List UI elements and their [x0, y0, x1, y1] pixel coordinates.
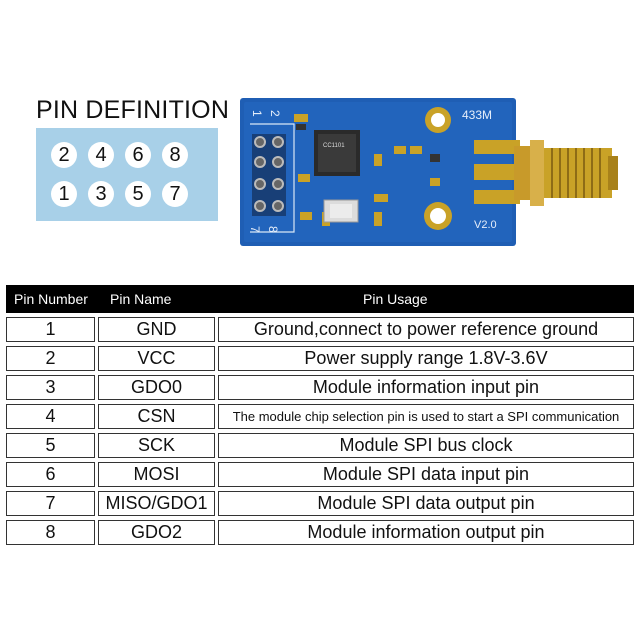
pin-name-cell: GDO2: [98, 520, 215, 545]
board-frequency-label: 433M: [462, 108, 492, 122]
pin-name-cell: GDO0: [98, 375, 215, 400]
pin-number-cell: 2: [6, 346, 95, 371]
pin-usage-cell: Module information input pin: [218, 375, 634, 400]
table-row: 5 SCK Module SPI bus clock: [6, 433, 634, 458]
pin-usage-cell: The module chip selection pin is used to…: [218, 404, 634, 429]
pin-number-cell: 5: [6, 433, 95, 458]
pin-usage-cell: Power supply range 1.8V-3.6V: [218, 346, 634, 371]
pin-name-cell: SCK: [98, 433, 215, 458]
pin-number-cell: 7: [6, 491, 95, 516]
pin-number-cell: 3: [6, 375, 95, 400]
pin-number-cell: 1: [6, 317, 95, 342]
table-row: 2 VCC Power supply range 1.8V-3.6V: [6, 346, 634, 371]
pin-number-cell: 6: [6, 462, 95, 487]
pin-circle-6: 6: [125, 142, 151, 168]
table-row: 8 GDO2 Module information output pin: [6, 520, 634, 545]
pin-circle-7: 7: [162, 181, 188, 207]
pin-name-cell: CSN: [98, 404, 215, 429]
pin-circle-1: 1: [51, 181, 77, 207]
header-pin-usage: Pin Usage: [363, 291, 428, 307]
pin-circle-3: 3: [88, 181, 114, 207]
sma-antenna-connector: [514, 140, 618, 206]
header-pin-name: Pin Name: [110, 291, 172, 307]
pin-name-cell: VCC: [98, 346, 215, 371]
pin-usage-cell: Module SPI data output pin: [218, 491, 634, 516]
header-pin-number: Pin Number: [14, 291, 88, 307]
pin-circle-5: 5: [125, 181, 151, 207]
table-row: 1 GND Ground,connect to power reference …: [6, 317, 634, 342]
pin-circle-4: 4: [88, 142, 114, 168]
table-header: Pin Number Pin Name Pin Usage: [6, 285, 634, 313]
board-pin-label-7: 7: [248, 226, 262, 233]
board-version-label: V2.0: [474, 219, 497, 231]
pin-definition-title: PIN DEFINITION: [36, 96, 230, 124]
board-pin-label-1: 1: [250, 110, 264, 117]
pin-circle-2: 2: [51, 142, 77, 168]
pin-number-cell: 4: [6, 404, 95, 429]
pin-usage-cell: Module SPI data input pin: [218, 462, 634, 487]
board-pin-label-8: 8: [266, 226, 280, 233]
table-row: 3 GDO0 Module information input pin: [6, 375, 634, 400]
cc1101-chip: CC1101: [314, 130, 360, 176]
pin-header: [252, 134, 286, 216]
pin-number-cell: 8: [6, 520, 95, 545]
pin-name-cell: MOSI: [98, 462, 215, 487]
pin-name-cell: GND: [98, 317, 215, 342]
cc1101-module-image: 1 2 7 8 CC1101 433M V2.0: [240, 98, 618, 246]
pin-circle-8: 8: [162, 142, 188, 168]
table-row: 4 CSN The module chip selection pin is u…: [6, 404, 634, 429]
pin-usage-cell: Module SPI bus clock: [218, 433, 634, 458]
table-row: 7 MISO/GDO1 Module SPI data output pin: [6, 491, 634, 516]
pin-usage-cell: Module information output pin: [218, 520, 634, 545]
svg-text:CC1101: CC1101: [323, 143, 345, 149]
board-pin-label-2: 2: [268, 110, 282, 117]
pin-name-cell: MISO/GDO1: [98, 491, 215, 516]
table-row: 6 MOSI Module SPI data input pin: [6, 462, 634, 487]
pin-definition-diagram: 2 4 6 8 1 3 5 7: [36, 128, 218, 221]
pin-usage-cell: Ground,connect to power reference ground: [218, 317, 634, 342]
